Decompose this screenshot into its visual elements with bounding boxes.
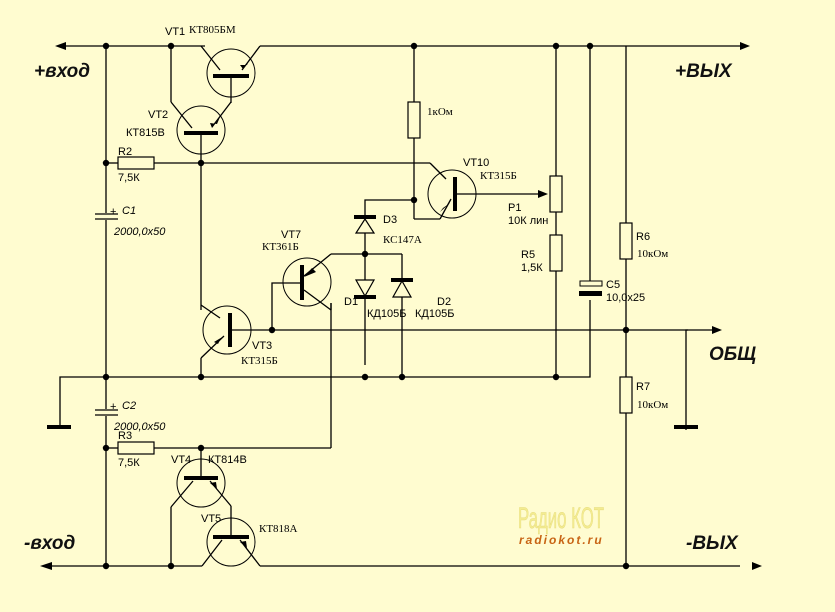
- vt5-ref: VT5: [201, 513, 221, 525]
- r7-value: 10кОм: [637, 399, 668, 411]
- r7-ref: R7: [636, 381, 650, 393]
- transistor-vt1: [200, 45, 261, 98]
- vt3-ref: VT3: [252, 340, 272, 352]
- r1k-value: 1кОм: [427, 106, 453, 118]
- zener-d3: [354, 215, 376, 234]
- vt4-part: КТ814В: [208, 454, 247, 466]
- r5-ref: R5: [521, 249, 535, 261]
- p1-ref: P1: [508, 202, 521, 214]
- vt5-part: КТ818А: [259, 523, 298, 535]
- vt7-ref: VT7: [281, 229, 301, 241]
- d3-part: КС147А: [383, 234, 422, 246]
- d1-part: КД105Б: [367, 308, 406, 320]
- r2-ref: R2: [118, 146, 132, 158]
- common-label: ОБЩ: [709, 344, 756, 365]
- minus-input-label: -вход: [24, 533, 76, 554]
- resistor-r5: [549, 234, 563, 272]
- r3-ref: R3: [118, 430, 132, 442]
- watermark-url: radiokot.ru: [519, 533, 604, 547]
- r2-value: 7,5К: [118, 172, 140, 184]
- c5-value: 10,0x25: [606, 292, 645, 304]
- transistor-vt2: [170, 46, 232, 310]
- vt2-part: КТ815В: [126, 127, 165, 139]
- transistor-vt4: [170, 458, 232, 566]
- potentiometer-p1: [549, 175, 563, 213]
- r5-value: 1,5К: [521, 262, 543, 274]
- common-arrow: [712, 326, 722, 334]
- top-rail: [55, 42, 750, 50]
- capacitor-c1: [94, 213, 118, 220]
- d2-ref: D2: [437, 296, 451, 308]
- vt10-part: КТ315Б: [480, 170, 517, 182]
- vt7-part: КТ361Б: [262, 241, 299, 253]
- resistor-r2: [117, 156, 155, 170]
- c1-ref: C1: [122, 205, 136, 217]
- plus-input-label: +вход: [34, 61, 90, 82]
- ground-rail: [47, 300, 722, 430]
- c2-plus: +: [110, 401, 116, 413]
- vt2-ref: VT2: [148, 109, 168, 121]
- watermark-title: Радио КОТ: [518, 502, 604, 535]
- c1-plus: +: [110, 206, 116, 218]
- c2-value: 2000,0x50: [113, 421, 166, 433]
- transistor-vt10: [427, 169, 548, 220]
- minus-output-label: -ВЫХ: [686, 533, 739, 554]
- capacitor-c2: [94, 409, 118, 416]
- d1-ref: D1: [344, 296, 358, 308]
- vt1-part: КТ805БМ: [189, 24, 236, 36]
- resistor-r6: [619, 222, 633, 260]
- transistor-vt5: [201, 517, 261, 567]
- plus-output-label: +ВЫХ: [675, 61, 733, 82]
- p1-value: 10К лин: [508, 215, 548, 227]
- resistor-r3: [117, 441, 155, 455]
- diode-d2: [391, 278, 413, 298]
- r6-ref: R6: [636, 231, 650, 243]
- diode-d1: [354, 279, 376, 299]
- input-arrow-bottom: [40, 562, 52, 570]
- c5-ref: C5: [606, 279, 620, 291]
- vt1-ref: VT1: [165, 26, 185, 38]
- bottom-rail: [40, 562, 762, 570]
- vt10-ref: VT10: [463, 157, 489, 169]
- vt4-ref: VT4: [171, 454, 191, 466]
- c1-value: 2000,0x50: [113, 226, 166, 238]
- output-arrow-bottom: [752, 562, 762, 570]
- vt3-part: КТ315Б: [241, 355, 278, 367]
- d2-part: КД105Б: [415, 308, 454, 320]
- capacitor-c5: [579, 280, 603, 296]
- c2-ref: C2: [122, 400, 136, 412]
- r6-value: 10кОм: [637, 248, 668, 260]
- r3-value: 7,5К: [118, 457, 140, 469]
- transistor-vt7: [271, 253, 365, 330]
- resistor-r7: [619, 376, 633, 414]
- input-arrow-top: [55, 42, 66, 50]
- resistor-1k: [407, 101, 421, 139]
- d3-ref: D3: [383, 214, 397, 226]
- junction-dots: [102, 42, 630, 570]
- output-arrow-top: [740, 42, 750, 50]
